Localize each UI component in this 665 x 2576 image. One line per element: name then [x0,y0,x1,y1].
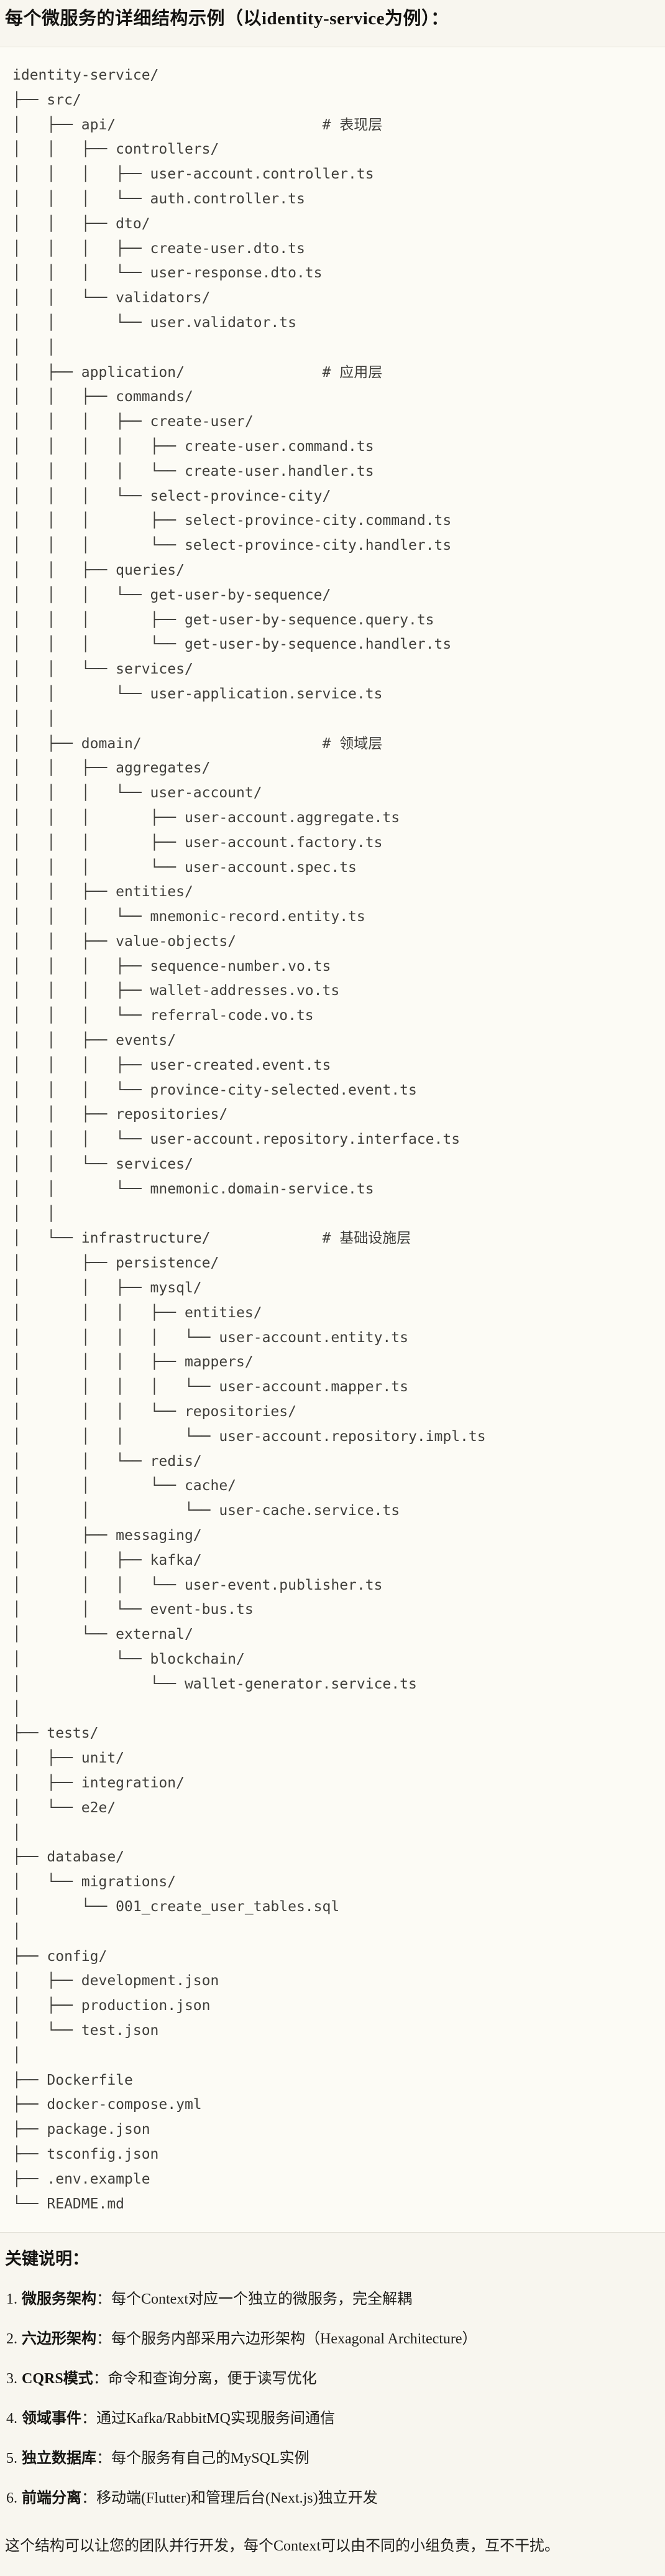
note-term: CQRS模式 [22,2371,93,2388]
note-term: 微服务架构 [22,2291,96,2308]
note-desc: ：命令和查询分离，便于读写优化 [93,2371,317,2388]
note-item-domain-events: 4. 领域事件：通过Kafka/RabbitMQ实现服务间通信 [6,2408,653,2430]
notes-list: 1. 微服务架构：每个Context对应一个独立的微服务，完全解耦 2. 六边形架构… [5,2289,653,2509]
file-tree: identity-service/ ├── src/ │ ├── api/ # … [0,47,665,2233]
note-desc: ：移动端(Flutter)和管理后台(Next.js)独立开发 [81,2490,378,2507]
note-term: 领域事件 [22,2411,81,2427]
note-term: 独立数据库 [22,2450,96,2467]
page-title: 每个微服务的详细结构示例（以identity-service为例）： [5,9,449,29]
note-number: 5. [6,2450,17,2467]
note-desc: ：通过Kafka/RabbitMQ实现服务间通信 [81,2411,335,2427]
note-number: 1. [6,2291,17,2308]
note-item-database: 5. 独立数据库：每个服务有自己的MySQL实例 [6,2448,653,2470]
note-number: 6. [6,2490,17,2507]
note-term: 六边形架构 [22,2331,96,2348]
note-desc: ：每个服务内部采用六边形架构（Hexagonal Architecture） [96,2331,477,2348]
notes-heading: 关键说明： [5,2249,89,2269]
note-item-hexagonal: 2. 六边形架构：每个服务内部采用六边形架构（Hexagonal Architec… [6,2328,653,2350]
note-item-cqrs: 3. CQRS模式：命令和查询分离，便于读写优化 [6,2368,653,2390]
note-number: 3. [6,2371,17,2388]
note-number: 2. [6,2331,17,2348]
note-desc: ：每个服务有自己的MySQL实例 [96,2450,310,2467]
closing-paragraph: 这个结构可以让您的团队并行开发，每个Context可以由不同的小组负责，互不干扰… [5,2538,559,2555]
note-term: 前端分离 [22,2490,81,2507]
note-item-microservices: 1. 微服务架构：每个Context对应一个独立的微服务，完全解耦 [6,2289,653,2310]
note-number: 4. [6,2411,17,2427]
note-desc: ：每个Context对应一个独立的微服务，完全解耦 [96,2291,412,2308]
notes-section: 关键说明： 1. 微服务架构：每个Context对应一个独立的微服务，完全解耦 2… [0,2248,665,2576]
note-item-frontend: 6. 前端分离：移动端(Flutter)和管理后台(Next.js)独立开发 [6,2488,653,2509]
